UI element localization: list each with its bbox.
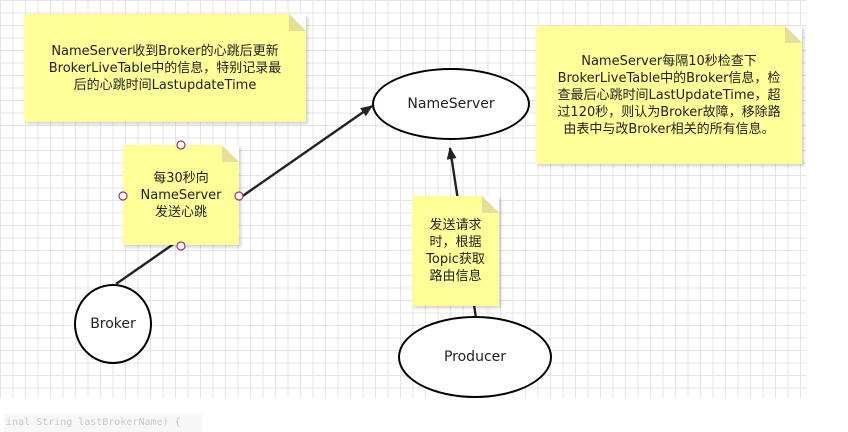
note-heartbeat-update-text: NameServer收到Broker的心跳后更新 BrokerLiveTable… [48, 43, 282, 93]
note-fold-corner [785, 26, 802, 43]
background-code-snippet: inal String lastBrokerName) { [4, 414, 202, 432]
diagram-canvas[interactable]: NameServer收到Broker的心跳后更新 BrokerLiveTable… [0, 0, 806, 398]
nameserver-node[interactable]: NameServer [372, 68, 530, 140]
note-fold-corner [289, 14, 306, 31]
resize-handle-left[interactable] [118, 191, 128, 201]
note-periodic-check-text: NameServer每隔10秒检查下 BrokerLiveTable中的Brok… [557, 53, 781, 137]
note-periodic-check[interactable]: NameServer每隔10秒检查下 BrokerLiveTable中的Brok… [536, 26, 802, 164]
broker-label: Broker [90, 316, 136, 332]
broker-node[interactable]: Broker [74, 284, 152, 364]
note-route-request[interactable]: 发送请求 时，根据 Topic获取 路由信息 [412, 196, 499, 306]
resize-handle-right[interactable] [234, 191, 244, 201]
nameserver-label: NameServer [407, 96, 495, 112]
note-fold-corner [482, 196, 499, 213]
resize-handle-top[interactable] [176, 140, 186, 150]
note-route-request-text: 发送请求 时，根据 Topic获取 路由信息 [426, 218, 485, 284]
note-heartbeat-interval[interactable]: 每30秒向 NameServer 发送心跳 [123, 145, 239, 245]
resize-handle-bottom[interactable] [176, 241, 186, 251]
producer-label: Producer [443, 349, 507, 365]
note-heartbeat-interval-text: 每30秒向 NameServer 发送心跳 [140, 170, 222, 220]
note-fold-corner [222, 145, 239, 162]
note-heartbeat-update[interactable]: NameServer收到Broker的心跳后更新 BrokerLiveTable… [24, 14, 306, 122]
broker-to-nameserver-arrow[interactable] [115, 105, 373, 285]
selection-handles [118, 140, 244, 251]
producer-node[interactable]: Producer [398, 316, 552, 398]
